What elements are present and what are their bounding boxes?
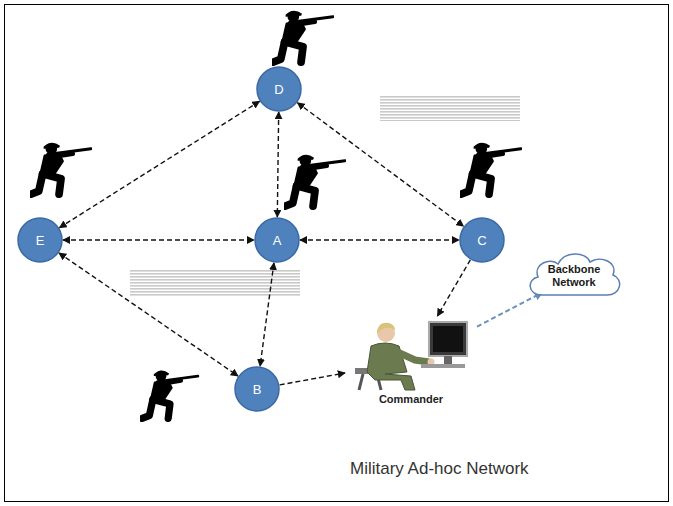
node-letter: C — [477, 233, 486, 248]
link-arrow — [477, 292, 543, 326]
soldier-silhouette — [31, 143, 91, 194]
node-circle — [18, 218, 62, 262]
soldier-silhouette — [273, 11, 333, 62]
cloud-outline — [530, 254, 619, 295]
node-circle — [460, 218, 504, 262]
link-arrow — [59, 253, 238, 376]
cloud-label: Backbone Network — [543, 263, 605, 288]
link-arrow — [277, 112, 278, 217]
link-arrow — [59, 101, 259, 227]
commander-station: Commander — [345, 316, 477, 406]
soldier-silhouette — [142, 370, 198, 418]
diagram-caption: Military Ad-hoc Network — [350, 459, 529, 479]
jamming-band — [380, 95, 520, 121]
link-arrow — [297, 103, 463, 227]
node-letter: A — [273, 233, 282, 248]
node-letter: E — [36, 233, 45, 248]
node-circle — [235, 367, 279, 411]
node-letter: D — [274, 82, 283, 97]
node-circle — [255, 218, 299, 262]
link-arrow — [260, 263, 274, 366]
link-arrow — [63, 239, 254, 240]
node-circle — [257, 67, 301, 111]
radio-node: D — [256, 66, 302, 112]
link-arrow — [280, 373, 345, 385]
radio-node: A — [254, 217, 300, 263]
node-letter: B — [253, 382, 262, 397]
soldier-silhouette — [461, 143, 521, 194]
radio-node: E — [17, 217, 63, 263]
frame-border — [5, 5, 669, 502]
radio-node: C — [459, 217, 505, 263]
radio-node: B — [234, 366, 280, 412]
commander-figure — [355, 322, 467, 390]
jamming-band — [130, 270, 300, 296]
backbone-cloud: Backbone Network — [524, 250, 624, 302]
link-arrow — [300, 239, 459, 240]
soldier-silhouette — [285, 155, 345, 206]
link-arrow — [437, 260, 470, 316]
station-label: Commander — [377, 393, 445, 405]
